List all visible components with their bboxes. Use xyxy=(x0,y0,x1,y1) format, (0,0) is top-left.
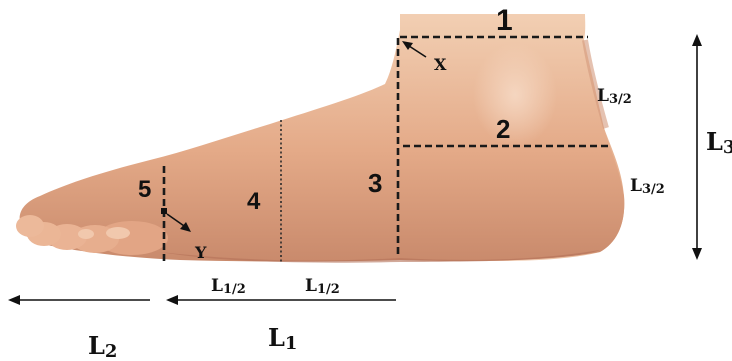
region-1-label: 1 xyxy=(496,4,513,37)
toe-5 xyxy=(16,215,44,237)
l1-length-arrow xyxy=(166,295,396,305)
l2-label: L2 xyxy=(88,331,117,361)
l1-label: L1 xyxy=(268,323,297,354)
l3-height-arrow xyxy=(692,34,702,260)
region-5-label: 5 xyxy=(138,176,151,203)
toenail-1 xyxy=(106,227,130,239)
region-4-label: 4 xyxy=(247,188,261,215)
l1-half-right-label: L1/2 xyxy=(305,276,340,297)
point-y-label: Y xyxy=(194,243,207,262)
region-3-label: 3 xyxy=(368,168,382,198)
ankle-highlight xyxy=(473,43,557,147)
region-2-label: 2 xyxy=(496,114,510,144)
l2-length-arrow xyxy=(8,295,150,305)
toenail-2 xyxy=(78,229,94,239)
l1-half-left-label: L1/2 xyxy=(211,276,246,297)
l3-half-upper-label: L3/2 xyxy=(597,86,632,107)
point-y-dot xyxy=(161,208,167,214)
point-x-label: X xyxy=(434,55,447,74)
l3-half-lower-label: L3/2 xyxy=(630,176,665,197)
l3-label: L3 xyxy=(706,127,732,158)
foot-illustration xyxy=(16,14,624,263)
